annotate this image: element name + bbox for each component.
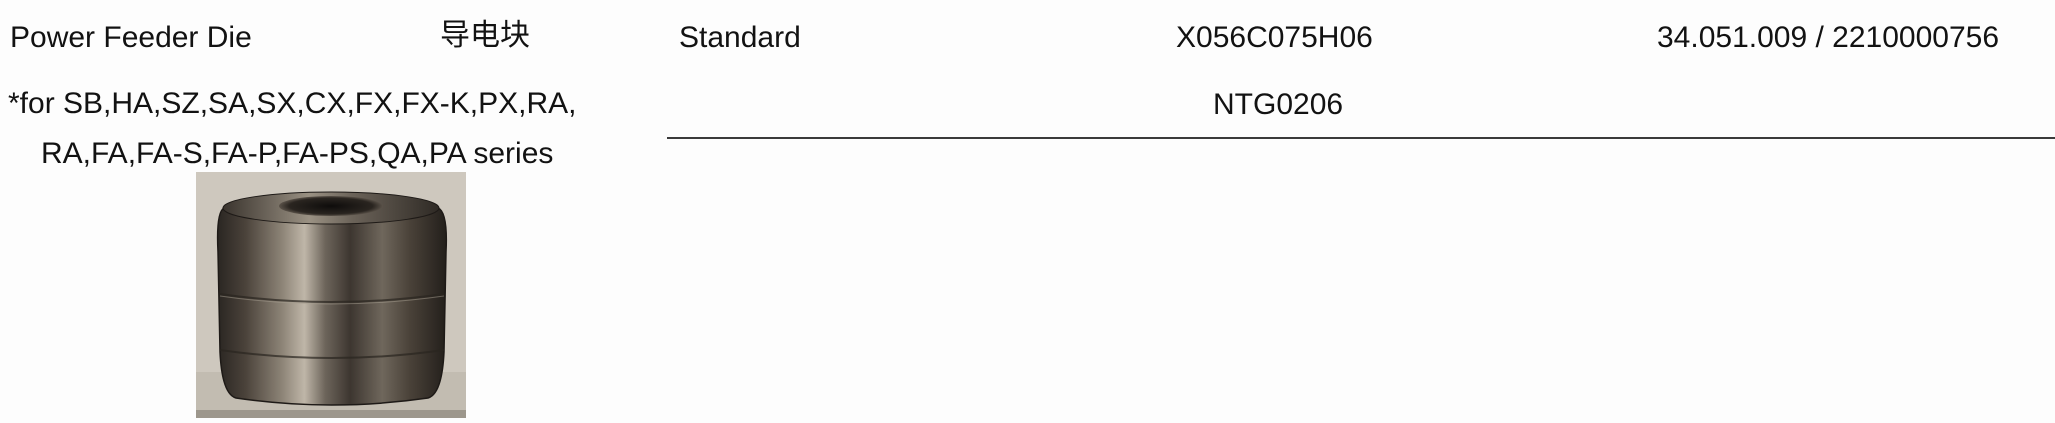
product-code: X056C075H06: [1176, 21, 1373, 54]
alternate-code: NTG0206: [1213, 88, 1344, 121]
product-name-chinese: 导电块: [440, 18, 530, 53]
divider-line: [667, 137, 2055, 139]
compatibility-note-line-1: *for SB,HA,SZ,SA,SX,CX,FX,FX-K,PX,RA,: [8, 87, 577, 120]
part-numbers: 34.051.009 / 2210000756: [1657, 21, 1999, 54]
product-name: Power Feeder Die: [10, 21, 252, 54]
product-photo: [196, 172, 466, 418]
product-type: Standard: [679, 21, 801, 54]
compatibility-note-line-2: RA,FA,FA-S,FA-P,FA-PS,QA,PA series: [41, 137, 554, 170]
